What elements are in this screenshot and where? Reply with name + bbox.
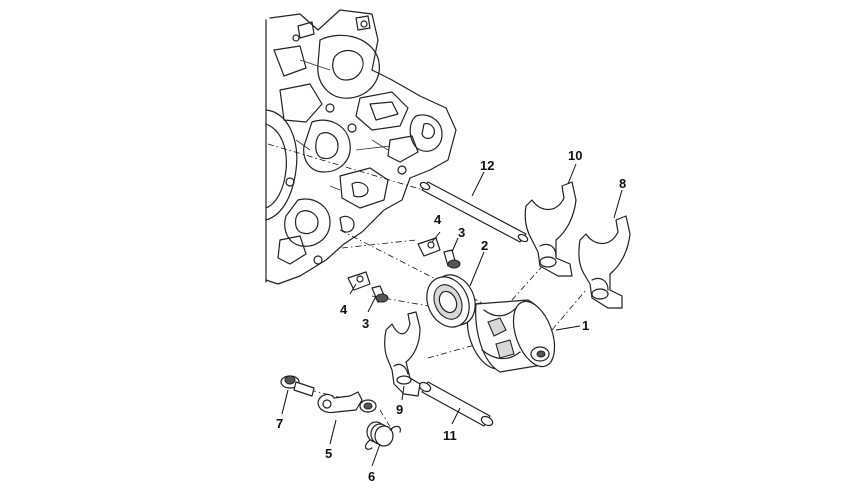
torsion-spring — [364, 421, 401, 450]
shift-fork-shaft-long — [419, 181, 529, 243]
callout-7: 7 — [276, 416, 283, 431]
bolt-with-washer — [280, 375, 315, 397]
shift-fork-9 — [384, 311, 421, 397]
callout-11: 11 — [443, 428, 457, 443]
bolt-upper — [443, 249, 461, 269]
retainer-plate-lower — [347, 271, 371, 291]
crankcase-half — [265, 9, 457, 285]
bearing — [426, 274, 476, 328]
callout-9: 9 — [396, 402, 403, 417]
callout-6: 6 — [368, 469, 375, 484]
callout-10: 10 — [568, 148, 582, 163]
callout-1: 1 — [582, 318, 589, 333]
shift-fork-8 — [578, 215, 631, 309]
callout-3-upper: 3 — [458, 225, 465, 240]
retainer-plate-upper — [417, 237, 441, 257]
callout-5: 5 — [325, 446, 332, 461]
shift-fork-shaft-short — [418, 381, 494, 427]
stopper-lever — [317, 391, 377, 414]
callout-4-lower: 4 — [340, 302, 348, 317]
callout-12: 12 — [480, 158, 494, 173]
shift-drum — [466, 299, 556, 373]
callout-8: 8 — [619, 176, 626, 191]
callout-2: 2 — [481, 238, 488, 253]
callout-3-lower: 3 — [362, 316, 369, 331]
bolt-lower — [371, 285, 389, 303]
callout-leaders — [281, 163, 623, 467]
shift-fork-10 — [524, 181, 577, 277]
callout-4-upper: 4 — [434, 212, 442, 227]
callout-labels: 1 2 3 3 4 4 5 6 7 8 9 10 11 12 — [276, 148, 626, 484]
